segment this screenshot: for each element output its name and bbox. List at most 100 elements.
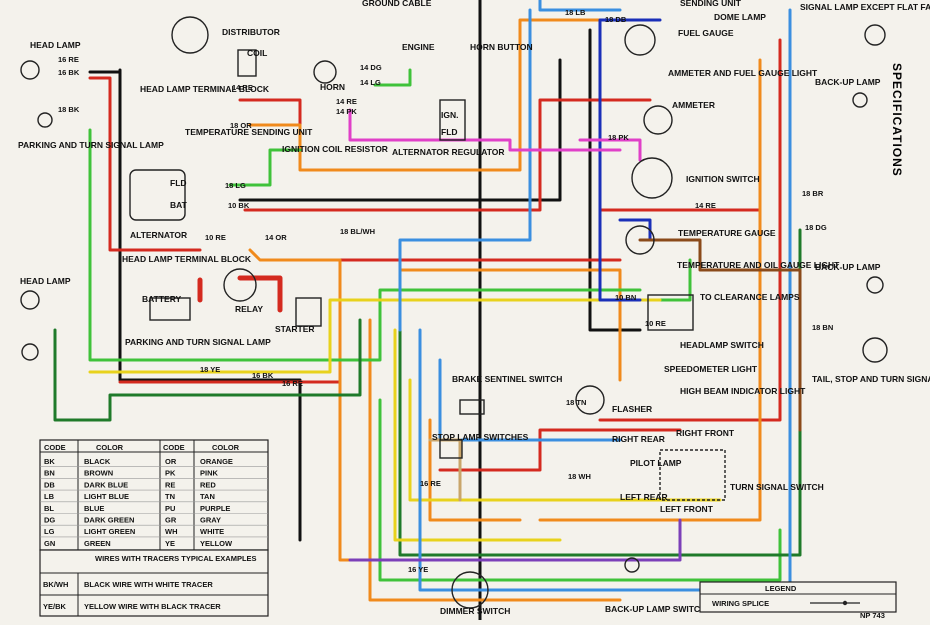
wire-label: 18 BK <box>58 105 80 114</box>
wire-pink <box>348 108 622 152</box>
alternator-icon <box>129 169 186 221</box>
wire-label: 14 RE <box>695 201 716 210</box>
label-tail-stop: TAIL, STOP AND TURN SIGNAL LAMP <box>812 374 930 384</box>
wire-label: 18 DG <box>805 223 827 232</box>
label-ammeter-fuel-light: AMMETER AND FUEL GAUGE LIGHT <box>668 68 818 78</box>
color-code-abbr: TN <box>165 492 175 501</box>
wire-label: 18 WH <box>568 472 591 481</box>
color-code-abbr: DG <box>44 516 55 525</box>
backup-lamp-top-icon <box>852 92 868 108</box>
wire-black-10bk <box>238 58 562 202</box>
label-ground-cable: GROUND CABLE <box>362 0 432 8</box>
label-turn-signal-sw: TURN SIGNAL SWITCH <box>730 482 824 492</box>
legend-item: WIRING SPLICE <box>712 599 769 608</box>
label-to-clearance: TO CLEARANCE LAMPS <box>700 292 800 302</box>
wire-label: 18 LB <box>565 8 586 17</box>
label-left-front: LEFT FRONT <box>660 504 714 514</box>
label-backup-switch: BACK-UP LAMP SWITCH <box>605 604 706 614</box>
color-code-name: TAN <box>200 492 215 501</box>
color-code-name: DARK GREEN <box>84 516 134 525</box>
label-distributor: DISTRIBUTOR <box>222 27 280 37</box>
label-ignition-switch: IGNITION SWITCH <box>686 174 760 184</box>
wire-label: 18 BL/WH <box>340 227 375 236</box>
color-code-abbr: GR <box>165 516 177 525</box>
color-code-abbr: DB <box>44 480 55 489</box>
label-left-rear: LEFT REAR <box>620 492 668 502</box>
color-code-name: BROWN <box>84 469 113 478</box>
wire-label: 16 RE <box>282 379 303 388</box>
wire-lightblue <box>398 8 532 332</box>
ct-head: CODE <box>44 443 66 452</box>
wire-lightgreen <box>88 128 642 362</box>
label-ignition-resistor: IGNITION COIL RESISTOR <box>282 144 388 154</box>
label-flasher: FLASHER <box>612 404 652 414</box>
wire-purple <box>348 518 682 562</box>
wire-label: 14 RE <box>336 97 357 106</box>
label-hl-block-top: HEAD LAMP TERMINAL BLOCK <box>140 84 270 94</box>
tracer-table: WIRES WITH TRACERS TYPICAL EXAMPLES BK/W… <box>39 549 269 617</box>
label-temp-gauge: TEMPERATURE GAUGE <box>678 228 776 238</box>
label-ign: IGN. <box>441 110 458 120</box>
label-backup-lamp-top: BACK-UP LAMP <box>815 77 881 87</box>
label-dimmer-switch: DIMMER SWITCH <box>440 606 510 616</box>
wire-label: 14 OR <box>265 233 287 242</box>
tracer-desc: BLACK WIRE WITH WHITE TRACER <box>84 580 213 589</box>
regulator-icon <box>439 99 466 141</box>
color-code-abbr: PU <box>165 504 175 513</box>
wire-darkblue <box>598 18 662 302</box>
color-code-abbr: LG <box>44 527 55 536</box>
turn-signal-switch-icon <box>659 449 726 501</box>
wire-red-right <box>598 38 782 422</box>
signal-lamp-icon <box>864 24 886 46</box>
starter-icon <box>295 297 322 327</box>
label-horn: HORN <box>320 82 345 92</box>
color-code-abbr: BK <box>44 457 55 466</box>
label-right-front: RIGHT FRONT <box>676 428 735 438</box>
color-code-abbr: BL <box>44 504 54 513</box>
label-fuel-gauge: FUEL GAUGE <box>678 28 734 38</box>
ct-head: COLOR <box>212 443 240 452</box>
wire-label: 16 RE <box>58 55 79 64</box>
wire-label: 16 YE <box>408 565 428 574</box>
legend-title: LEGEND <box>765 584 797 593</box>
horn-icon <box>313 60 337 84</box>
dimmer-switch-icon <box>451 571 489 609</box>
color-code-name: BLACK <box>84 457 111 466</box>
wire-label: 18 BN <box>812 323 833 332</box>
wire-label: 18 BR <box>802 189 824 198</box>
color-code-abbr: GN <box>44 539 55 548</box>
wire-orange <box>248 18 612 172</box>
color-code-abbr: PK <box>165 469 176 478</box>
stop-lamp-switch-icon <box>439 439 463 459</box>
head-lamp-top-icon <box>20 60 40 80</box>
head-lamp-bottom-icon <box>20 290 40 310</box>
coil-icon <box>237 49 257 77</box>
flasher-icon <box>575 385 605 415</box>
wire-yellow <box>88 298 662 374</box>
label-coil: COIL <box>247 48 267 58</box>
backup-switch-icon <box>624 557 640 573</box>
color-code-name: WHITE <box>200 527 224 536</box>
label-backup-lamp-bottom: BACK-UP LAMP <box>815 262 881 272</box>
ignition-switch-icon <box>631 157 673 199</box>
battery-icon <box>149 297 191 321</box>
wire-label: 10 RE <box>645 319 666 328</box>
color-code-abbr: WH <box>165 527 178 536</box>
label-sending-unit: SENDING UNIT <box>680 0 742 8</box>
color-code-name: RED <box>200 480 216 489</box>
color-code-name: BLUE <box>84 504 104 513</box>
tracer-title: WIRES WITH TRACERS TYPICAL EXAMPLES <box>95 554 257 563</box>
label-alt-fld: FLD <box>170 178 187 188</box>
label-horn-button: HORN BUTTON <box>470 42 533 52</box>
ct-head: CODE <box>163 443 185 452</box>
label-stop-lamp-sw: STOP LAMP SWITCHES <box>432 432 529 442</box>
distributor-icon <box>171 16 209 54</box>
color-code-abbr: LB <box>44 492 55 501</box>
parking-bottom-icon <box>21 343 39 361</box>
label-alternator: ALTERNATOR <box>130 230 187 240</box>
label-brake-sentinel: BRAKE SENTINEL SWITCH <box>452 374 562 384</box>
wire-black-left <box>118 68 302 542</box>
tracer-desc: YELLOW WIRE WITH BLACK TRACER <box>84 602 221 611</box>
label-engine: ENGINE <box>402 42 435 52</box>
